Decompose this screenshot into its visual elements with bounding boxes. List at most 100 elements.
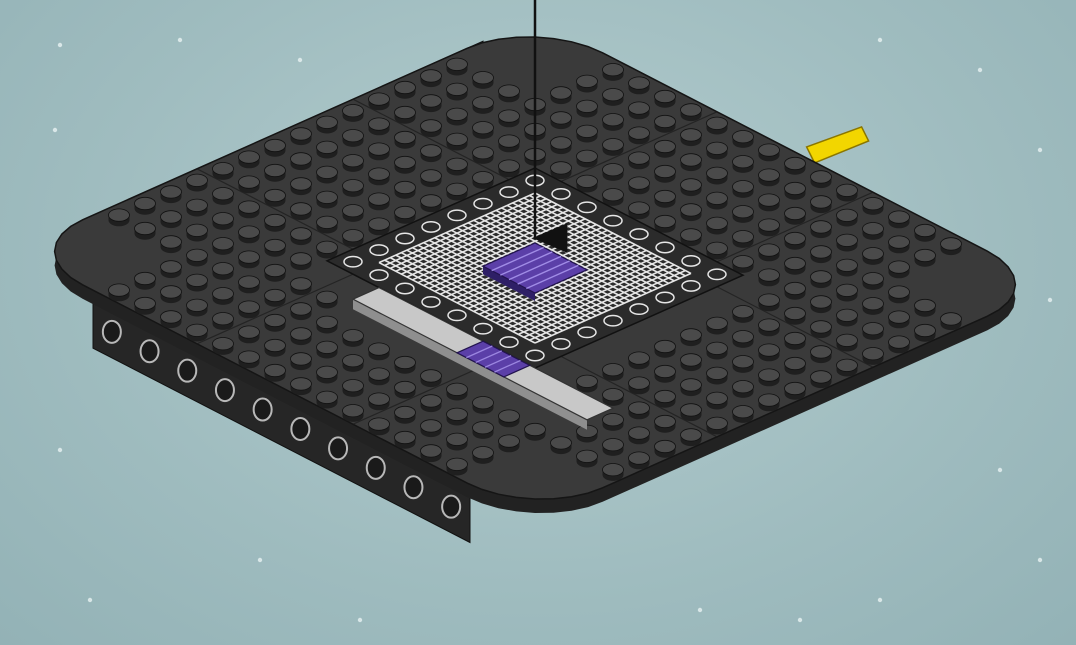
stud [707, 392, 728, 404]
stud [239, 301, 260, 313]
stud [837, 334, 858, 346]
stud [421, 70, 442, 82]
stud [213, 213, 234, 225]
beam-hole [367, 457, 385, 479]
stud [421, 395, 442, 407]
stud [811, 371, 832, 383]
sparkle [878, 598, 882, 602]
stud [655, 390, 676, 402]
stud [161, 261, 182, 273]
stud [811, 246, 832, 258]
stud [499, 135, 520, 147]
stud [681, 429, 702, 441]
stud [473, 422, 494, 434]
stud [681, 204, 702, 216]
stud [187, 224, 208, 236]
stud [759, 244, 780, 256]
stud [291, 228, 312, 240]
stud [577, 75, 598, 87]
stud [265, 264, 286, 276]
stud [187, 299, 208, 311]
stud [343, 355, 364, 367]
stud [239, 326, 260, 338]
stud [655, 365, 676, 377]
stud [707, 167, 728, 179]
stud [343, 405, 364, 417]
stud [707, 117, 728, 129]
axle-body [807, 127, 869, 163]
stud [135, 272, 156, 284]
stud [681, 179, 702, 191]
stud [889, 311, 910, 323]
stud [707, 242, 728, 254]
stud [655, 440, 676, 452]
stud [733, 156, 754, 168]
beam-hole [404, 476, 422, 498]
stud [759, 144, 780, 156]
stud [811, 271, 832, 283]
sparkle [698, 608, 702, 612]
stud [655, 90, 676, 102]
stud [187, 274, 208, 286]
stud [447, 408, 468, 420]
stud [733, 356, 754, 368]
beam-hole [291, 418, 309, 440]
stud [707, 317, 728, 329]
stud [213, 338, 234, 350]
stud [265, 189, 286, 201]
stud [837, 359, 858, 371]
stud [317, 241, 338, 253]
stud [759, 269, 780, 281]
stud [811, 171, 832, 183]
stud [889, 261, 910, 273]
stud [733, 181, 754, 193]
stud [577, 175, 598, 187]
stud [395, 431, 416, 443]
stud [265, 314, 286, 326]
stud [161, 311, 182, 323]
stud [785, 157, 806, 169]
stud [265, 139, 286, 151]
stud [707, 217, 728, 229]
stud [317, 216, 338, 228]
stud [369, 168, 390, 180]
stud [681, 129, 702, 141]
stud [161, 236, 182, 248]
stud [603, 364, 624, 376]
stud [343, 180, 364, 192]
stud [421, 170, 442, 182]
sparkle [178, 38, 182, 42]
stud [447, 83, 468, 95]
beam-hole [141, 340, 159, 362]
stud [551, 112, 572, 124]
stud [291, 328, 312, 340]
stud [239, 276, 260, 288]
yellow-axle [807, 127, 869, 163]
stud [603, 389, 624, 401]
stud [239, 351, 260, 363]
stud [369, 393, 390, 405]
stud [655, 415, 676, 427]
stud [421, 370, 442, 382]
stud [629, 352, 650, 364]
stud [239, 251, 260, 263]
stud [863, 323, 884, 335]
stud [187, 249, 208, 261]
stud [603, 439, 624, 451]
beam-hole [178, 360, 196, 382]
stud [317, 116, 338, 128]
stud [681, 104, 702, 116]
stud [785, 207, 806, 219]
stud [603, 464, 624, 476]
stud [759, 394, 780, 406]
stud [863, 248, 884, 260]
stud [473, 447, 494, 459]
stud [239, 201, 260, 213]
stud [161, 286, 182, 298]
stud [577, 150, 598, 162]
stud [421, 445, 442, 457]
stud [889, 236, 910, 248]
stud [603, 63, 624, 75]
stud [291, 128, 312, 140]
